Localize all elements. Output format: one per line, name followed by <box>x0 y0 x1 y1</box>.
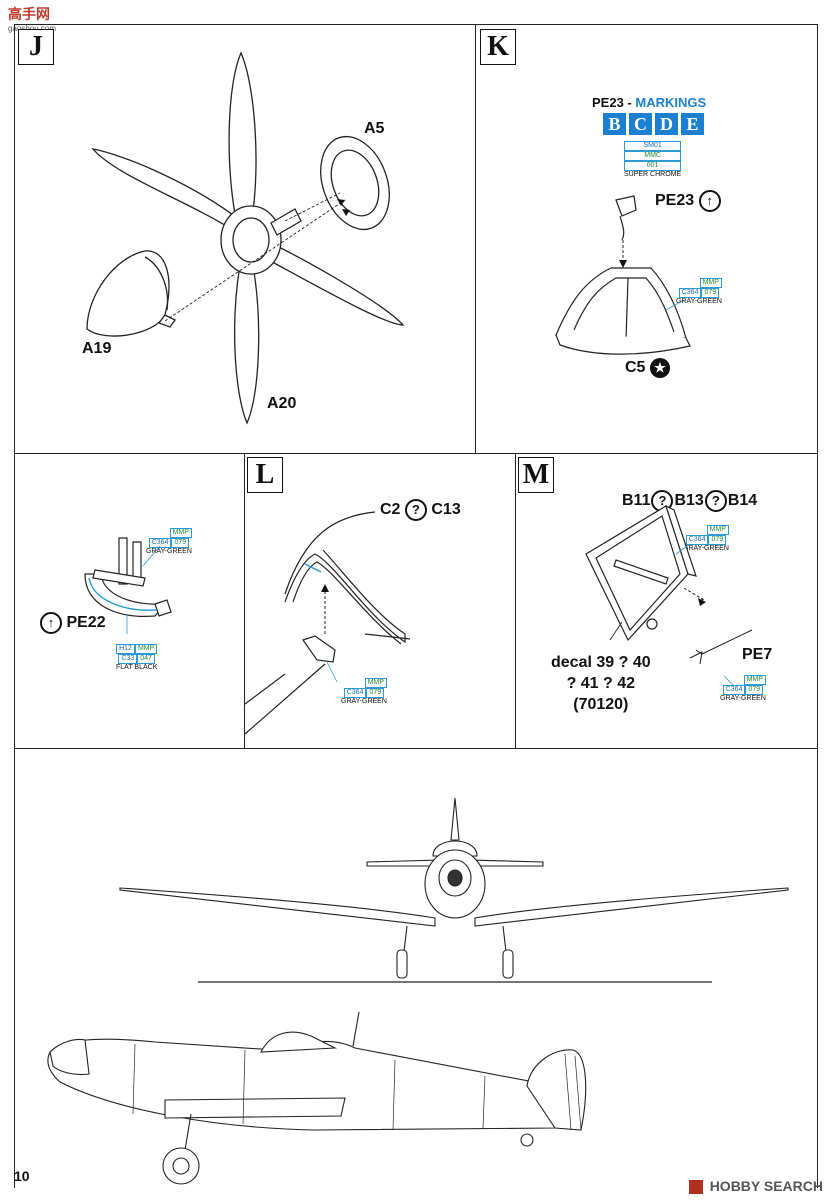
paint-mmp: MMP <box>364 678 387 688</box>
watermark-hobby-search: HOBBY SEARCH <box>688 1177 823 1194</box>
armor-plate-drawing <box>585 504 753 687</box>
page-number: 10 <box>14 1168 30 1184</box>
site-logo: 高手网 gaoshou.com <box>8 4 56 33</box>
markings-pe-code: PE23 - <box>592 95 632 110</box>
paint-c364: C364 <box>685 535 709 545</box>
m-parts-label: B11?B13?B14 <box>622 490 757 512</box>
paint-name-gray-green: GRAY-GREEN <box>146 548 192 555</box>
paint-c364: C364 <box>148 538 172 548</box>
c5-text: C5 <box>625 359 646 377</box>
paint-name-gray-green: GRAY-GREEN <box>683 545 729 552</box>
part-c2: C2 <box>380 501 401 519</box>
part-c13: C13 <box>431 501 461 519</box>
paint-name-gray-green: GRAY-GREEN <box>720 695 766 702</box>
windscreen-drawing <box>555 195 691 355</box>
paint-name-flat-black: FLAT BLACK <box>116 664 158 671</box>
logo-subtext: gaoshou.com <box>8 24 56 33</box>
question-icon: ? <box>704 490 727 512</box>
part-b13: B13 <box>674 492 704 510</box>
part-b14: B14 <box>727 492 758 510</box>
paint-super-chrome: SM01 MMC 001 SUPER CHROME <box>624 141 682 179</box>
paint-079: 079 <box>708 535 727 545</box>
paint-h12: H12 <box>116 644 135 654</box>
watermark-text: HOBBY SEARCH <box>709 1177 823 1194</box>
decal-line-3: (70120) <box>573 696 629 713</box>
paint-079: 079 <box>366 688 385 698</box>
marking-letters: B C D E <box>603 113 704 135</box>
markings-word: MARKINGS <box>635 95 707 110</box>
marking-d: D <box>655 113 678 135</box>
part-a5-label: A5 <box>364 120 385 137</box>
step-m-badge: M <box>518 457 554 493</box>
markings-heading: PE23 - MARKINGS <box>592 95 706 110</box>
pe22-label: ↑ PE22 <box>40 612 106 634</box>
pe23-text: PE23 <box>655 192 695 210</box>
step-l-badge: L <box>247 457 283 493</box>
l-parts-label: C2 ? C13 <box>380 499 461 521</box>
decal-line-2: ? 41 ? 42 <box>566 675 636 692</box>
step-k-badge: K <box>480 29 516 65</box>
pe7-label: PE7 <box>742 646 773 663</box>
part-b11: B11 <box>622 492 651 510</box>
aircraft-side-view <box>47 1011 587 1185</box>
paint-name-super-chrome: SUPER CHROME <box>624 171 682 178</box>
decal-label: decal 39 ? 40 ? 41 ? 42 (70120) <box>551 652 651 715</box>
flip-arrow-icon: ↑ <box>698 190 721 212</box>
logo-text: 高手网 <box>8 6 50 22</box>
paint-079: 079 <box>171 538 190 548</box>
paint-mmp: MMP <box>169 528 192 538</box>
decal-line-1: decal 39 ? 40 <box>551 654 651 671</box>
part-a20-label: A20 <box>267 395 297 412</box>
c5-label: C5 ★ <box>625 358 670 378</box>
paint-code-mmc: MMC <box>624 151 682 161</box>
aircraft-front-view <box>119 797 789 983</box>
step-j-badge: J <box>18 29 54 65</box>
marking-b: B <box>603 113 626 135</box>
marking-e: E <box>681 113 704 135</box>
panel-aircraft <box>14 748 818 1188</box>
pe23-label: PE23 ↑ <box>655 190 721 212</box>
paint-name-gray-green: GRAY-GREEN <box>341 698 387 705</box>
paint-c33: C33 <box>118 654 138 664</box>
paint-code-sm01: SM01 <box>624 141 682 151</box>
pe22-text: PE22 <box>66 614 106 632</box>
watermark-icon <box>688 1180 703 1194</box>
paint-079: 079 <box>745 685 764 695</box>
paint-mmp: MMP <box>706 525 729 535</box>
paint-c364: C364 <box>678 288 702 298</box>
paint-c364: C364 <box>343 688 367 698</box>
paint-mmp: MMP <box>699 278 722 288</box>
flip-arrow-icon: ↑ <box>40 612 62 634</box>
propeller-drawing <box>86 51 405 425</box>
paint-mmp: MMP <box>134 644 158 654</box>
bracket-drawing <box>84 537 172 634</box>
paint-079: 079 <box>701 288 720 298</box>
question-icon: ? <box>404 499 427 521</box>
paint-047: 047 <box>137 654 155 664</box>
paint-c364: C364 <box>722 685 746 695</box>
star-icon: ★ <box>649 358 670 378</box>
paint-name-gray-green: GRAY-GREEN <box>676 298 722 305</box>
part-a19-label: A19 <box>82 340 112 357</box>
paint-mmp: MMP <box>743 675 766 685</box>
canopy-frame-drawing <box>244 511 411 735</box>
paint-code-001: 001 <box>624 161 682 171</box>
marking-c: C <box>629 113 652 135</box>
